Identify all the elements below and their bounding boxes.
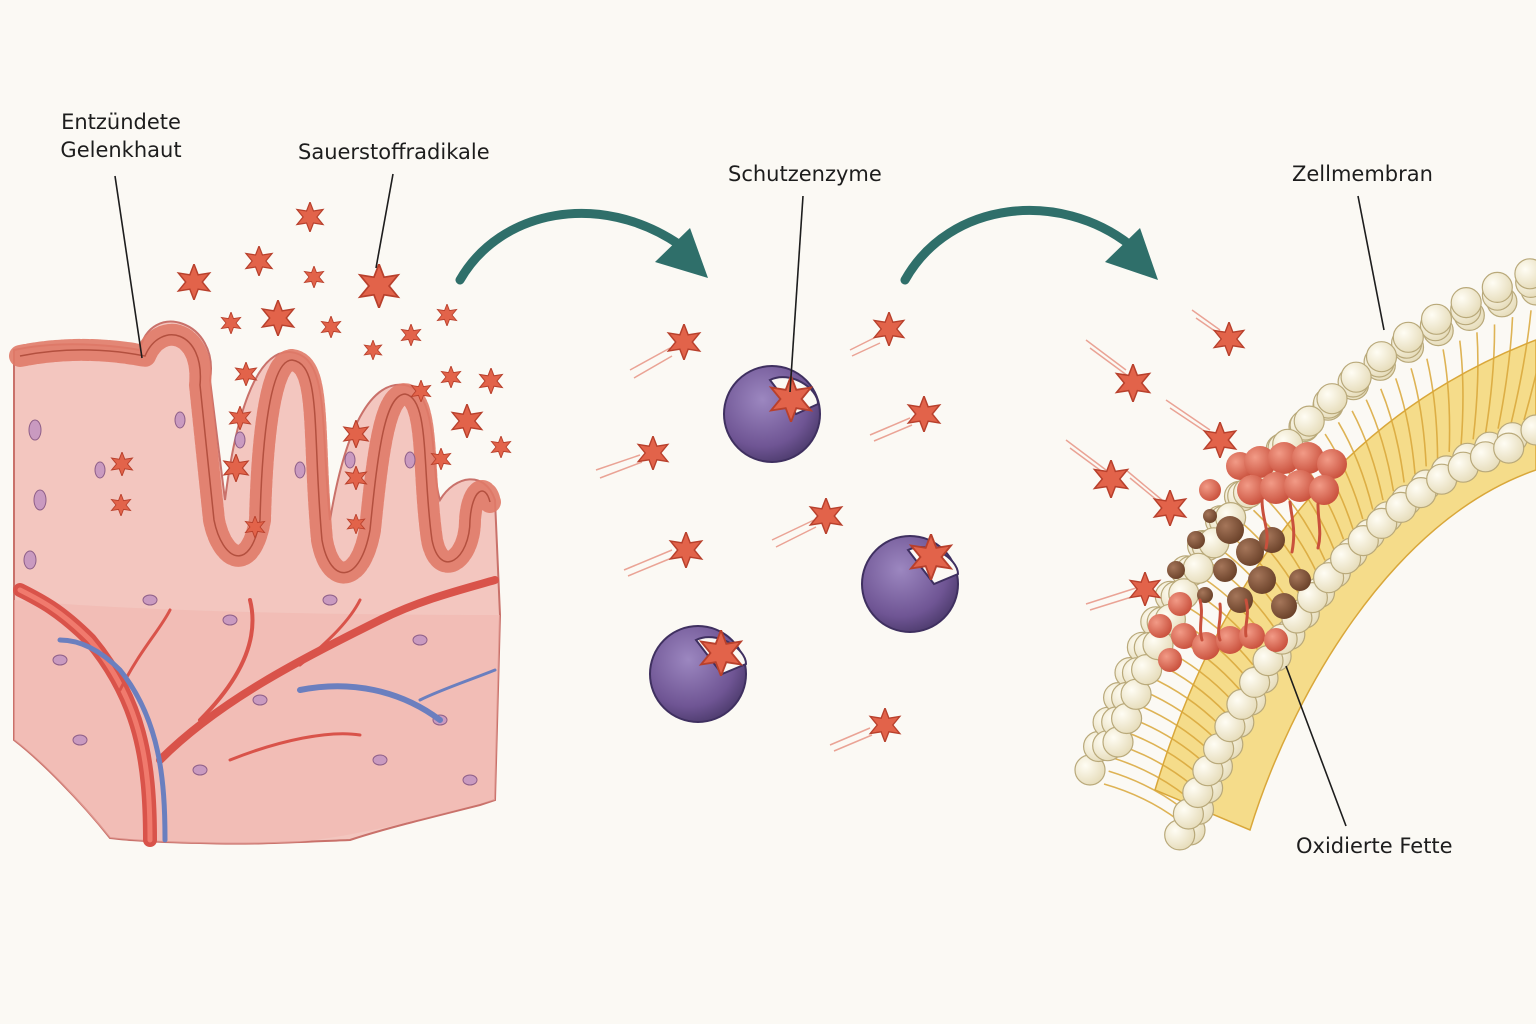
- radical-icon: [303, 266, 325, 288]
- lipid-tail: [1426, 358, 1439, 459]
- synovium-tissue: [9, 320, 502, 847]
- lipid-head: [1392, 321, 1424, 353]
- lipid-tail: [1510, 310, 1532, 425]
- lipid-head: [1340, 361, 1372, 393]
- lipid-tail: [1113, 757, 1188, 798]
- enzyme-2: [861, 534, 960, 633]
- leader-radicals: [375, 173, 394, 269]
- radical-icon: [451, 404, 483, 438]
- process-arrow-2: [900, 206, 1158, 285]
- lipid-tail: [1103, 783, 1179, 821]
- radical-icon: [320, 316, 342, 338]
- lipid-tail: [1394, 378, 1416, 475]
- enzyme-1: [723, 365, 821, 463]
- lipid-tail: [1459, 340, 1464, 446]
- radical-icon: [1115, 364, 1151, 402]
- cell-membrane: [1065, 258, 1536, 851]
- lipid-head: [1293, 405, 1325, 437]
- enzyme-3: [649, 625, 748, 723]
- radical-icon: [479, 368, 503, 394]
- label-membrane: Zellmembran: [1292, 162, 1433, 186]
- radical-icon: [873, 312, 905, 346]
- process-arrow-1: [455, 208, 708, 285]
- leader-synovium: [114, 175, 143, 359]
- radical-icon: [261, 300, 295, 336]
- lipid-tail: [1497, 317, 1514, 429]
- leader-lines: [114, 173, 1385, 827]
- lipid-tail: [1380, 388, 1405, 483]
- lipid-heads-inner: [1164, 414, 1536, 851]
- lipid-head: [1316, 383, 1348, 415]
- radical-icon: [669, 532, 703, 568]
- lipid-tail: [1351, 410, 1384, 501]
- lipid-tail: [1484, 324, 1496, 434]
- lipid-tail: [1472, 332, 1479, 440]
- label-radicals: Sauerstoffradikale: [298, 140, 490, 164]
- radical-icon: [1203, 422, 1237, 458]
- lipid-tail: [1365, 399, 1395, 492]
- radical-icon: [245, 246, 273, 276]
- radical-icon: [1213, 322, 1245, 356]
- radical-icon: [637, 436, 669, 470]
- radical-icon: [436, 304, 458, 326]
- moving-radicals-middle: [595, 312, 941, 752]
- lipid-tail: [1442, 349, 1451, 452]
- leader-oxidized-lipids: [1285, 665, 1347, 827]
- lipid-head: [1514, 258, 1536, 290]
- lipid-tail: [1123, 730, 1199, 775]
- leader-membrane: [1357, 195, 1385, 331]
- radical-icon: [490, 436, 512, 458]
- lipid-tail: [1410, 368, 1427, 467]
- radical-icon: [440, 366, 462, 388]
- label-synovium: Entzündete Gelenkhaut: [60, 110, 182, 162]
- radical-icon: [667, 324, 701, 360]
- radical-icon: [869, 708, 901, 742]
- radical-icon: [363, 340, 383, 360]
- lipid-head: [1481, 271, 1513, 303]
- oxidized-lipid-cluster: [1148, 442, 1347, 672]
- label-oxidized-lipids: Oxidierte Fette: [1296, 834, 1453, 858]
- radical-icon: [296, 202, 324, 232]
- label-enzymes: Schutzenzyme: [728, 162, 882, 186]
- radical-icon: [400, 324, 422, 346]
- lipid-tail: [1523, 370, 1536, 421]
- lipid-head: [1182, 552, 1214, 584]
- radical-icon: [177, 264, 211, 300]
- radical-trails: [1065, 309, 1223, 611]
- leader-enzymes: [789, 195, 804, 393]
- radical-icon: [358, 264, 400, 308]
- blood-vessels: [13, 576, 499, 847]
- lipid-tail: [1324, 433, 1364, 520]
- lipid-head: [1365, 341, 1398, 373]
- radical-icon: [220, 312, 242, 334]
- lipid-head: [1520, 414, 1536, 446]
- lipid-head: [1420, 303, 1453, 335]
- lipid-tail: [1108, 770, 1184, 810]
- radical-icon: [809, 498, 843, 534]
- lipid-tail: [1337, 421, 1374, 510]
- lipid-head: [1450, 287, 1482, 319]
- radical-icon: [907, 396, 941, 432]
- radical-icon: [1153, 490, 1187, 526]
- lipid-head: [1493, 432, 1525, 464]
